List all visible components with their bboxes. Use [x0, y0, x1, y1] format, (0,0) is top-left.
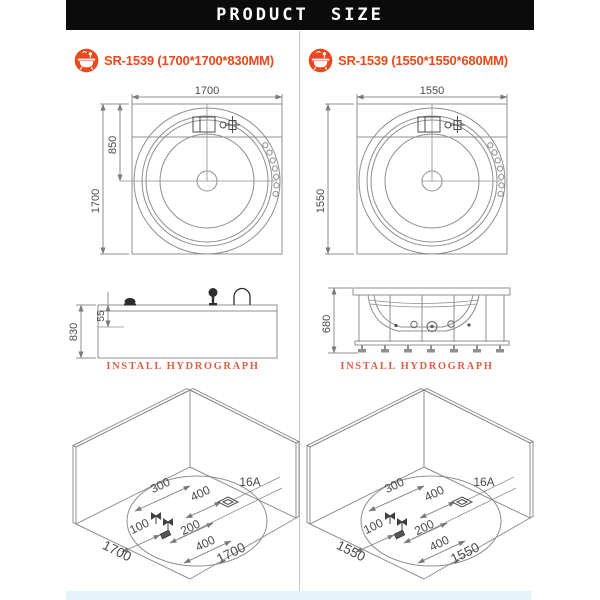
iso-room	[305, 387, 534, 580]
right-isoview-diagram: 300 400 16A 100 200 400 1550 1550	[305, 387, 534, 580]
deck-fixtures	[124, 287, 251, 306]
tub-jets	[394, 320, 471, 332]
drain-symbol	[393, 529, 406, 540]
dim-rim: 55	[96, 310, 107, 322]
floor-dim-right: 1700	[214, 540, 248, 567]
left-model-label: SR-1539 (1700*1700*830MM)	[104, 52, 274, 68]
page-title: PRODUCT SIZE	[216, 5, 384, 25]
right-install-label: INSTALL HYDROGRAPH	[340, 361, 494, 372]
socket-symbol	[450, 496, 474, 508]
left-topview-outline	[120, 103, 283, 255]
plumbing-symbols	[385, 496, 474, 540]
right-sideview-outline	[328, 287, 511, 354]
right-sideview-diagram: 680	[321, 287, 511, 354]
dim-center: 850	[107, 136, 119, 154]
left-sideview-diagram: 830 55	[68, 287, 278, 359]
iso-dim-d: 200	[178, 517, 202, 539]
left-isoview-diagram: 300 400 16A 100 200 400 1700 1700	[71, 387, 300, 580]
left-model-badge: SR-1539 (1700*1700*830MM)	[66, 47, 300, 73]
column-divider	[299, 31, 300, 591]
jet-buttons	[262, 142, 280, 198]
left-install-label: INSTALL HYDROGRAPH	[106, 361, 260, 372]
dim-top-width: 1550	[420, 85, 444, 97]
iso-dim-b: 400	[188, 483, 212, 505]
valve-symbols	[385, 512, 407, 540]
bottom-strip	[66, 591, 531, 600]
iso-dim-labels: 300 400 16A 100 200 400 1550 1550	[334, 475, 494, 567]
right-topview-diagram: 1550 1550	[315, 85, 508, 255]
bathtub-icon	[74, 48, 99, 72]
iso-dim-c: 100	[361, 516, 385, 538]
right-column: SR-1539 (1550*1550*680MM)	[300, 30, 534, 588]
socket-symbol	[216, 496, 240, 508]
floor-dim-right: 1550	[448, 540, 482, 567]
adjustable-feet	[358, 345, 504, 353]
plumbing-symbols	[151, 496, 240, 540]
floor-dim-left: 1700	[100, 538, 134, 565]
socket-label: 16A	[473, 475, 494, 489]
dim-side-height: 680	[321, 315, 333, 333]
drain-symbol	[159, 529, 172, 540]
dim-left-height: 1550	[315, 189, 327, 213]
right-model-badge: SR-1539 (1550*1550*680MM)	[300, 47, 534, 73]
left-topview-dims	[100, 94, 283, 255]
iso-dim-d: 200	[412, 517, 436, 539]
iso-dim-c: 100	[127, 516, 151, 538]
floor-dim-left: 1550	[334, 538, 368, 565]
iso-dim-e: 400	[193, 533, 217, 555]
header-bar: PRODUCT SIZE	[66, 0, 534, 30]
dim-side-height: 830	[68, 323, 80, 341]
left-column: SR-1539 (1700*1700*830MM)	[66, 30, 300, 588]
socket-label: 16A	[239, 475, 260, 489]
iso-dim-labels: 300 400 16A 100 200 400 1700 1700	[100, 475, 260, 567]
iso-dim-lines	[121, 476, 283, 564]
dim-top-width: 1700	[195, 85, 219, 97]
jet-buttons	[487, 142, 505, 198]
dim-left-height: 1700	[90, 189, 102, 213]
bathtub-icon	[308, 48, 333, 72]
right-topview-dims	[325, 94, 508, 255]
iso-dim-b: 400	[422, 483, 446, 505]
valve-symbols	[151, 512, 173, 540]
faucet-symbol	[192, 116, 240, 133]
right-model-label: SR-1539 (1550*1550*680MM)	[338, 52, 508, 68]
faucet-symbol	[417, 116, 465, 133]
iso-dim-e: 400	[427, 533, 451, 555]
right-topview-outline	[356, 103, 508, 255]
left-sideview-outline	[76, 292, 278, 359]
left-topview-diagram: 1700 1700 850	[90, 85, 283, 255]
iso-dim-lines	[355, 476, 517, 564]
